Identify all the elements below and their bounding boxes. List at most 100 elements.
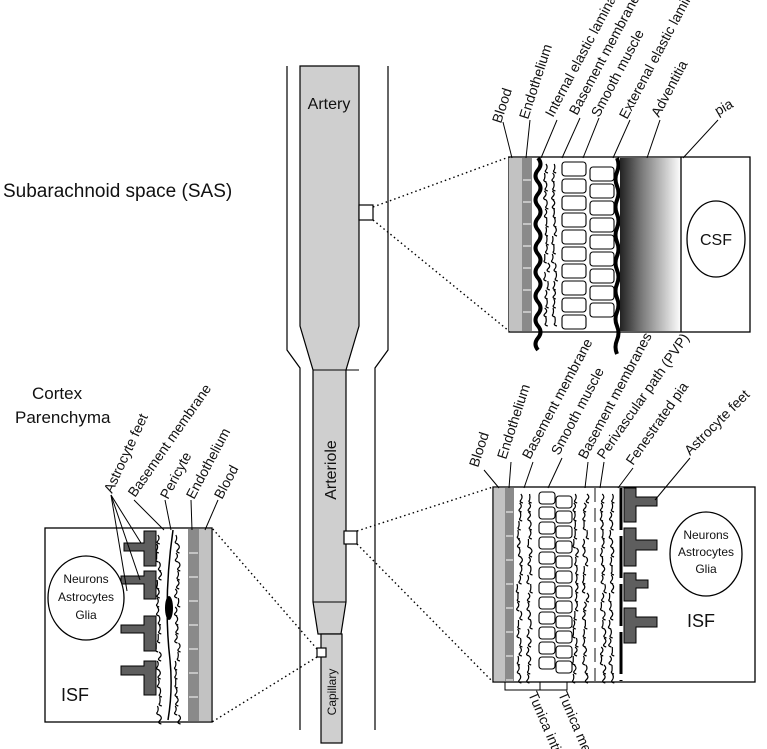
- smooth-muscle-cell: [589, 285, 615, 301]
- smooth-muscle-cell: [538, 656, 556, 670]
- artery-layer-labels: Blood Endothelium Internal elastic lamin…: [489, 0, 736, 159]
- smooth-muscle-cell: [555, 570, 573, 584]
- basement-membrane-fiber: [176, 543, 180, 554]
- capillary-lumen: [320, 633, 343, 744]
- basement-membrane-fiber: [525, 646, 530, 657]
- basement-membrane-fiber: [601, 619, 605, 630]
- basement-membrane-fiber: [574, 583, 579, 594]
- basement-membrane-fiber: [176, 597, 181, 608]
- basement-membrane-fiber: [543, 190, 547, 201]
- basement-membrane-fiber: [609, 556, 613, 567]
- basement-membrane-fiber: [543, 271, 547, 282]
- arteriole-cell-neurons: Neurons: [683, 528, 728, 542]
- basement-membrane-fiber: [518, 511, 523, 522]
- basement-membrane-fiber: [517, 619, 521, 630]
- basement-membrane-fiber: [553, 217, 557, 228]
- basement-membrane-fiber: [572, 538, 576, 549]
- basement-membrane-fiber: [173, 606, 178, 617]
- basement-membrane-fiber: [552, 298, 556, 309]
- astrocyte-foot: [623, 607, 658, 644]
- basement-membrane-fiber: [518, 646, 523, 657]
- zoom-connectors: [211, 156, 510, 723]
- capillary-blood-layer: [199, 529, 211, 721]
- basement-membrane-fiber: [602, 673, 606, 684]
- basement-membrane-fiber: [610, 538, 614, 549]
- basement-membrane-fiber: [610, 502, 615, 513]
- basement-membrane-fiber: [551, 307, 556, 318]
- smooth-muscle-cell: [555, 585, 573, 599]
- basement-membrane-fiber: [573, 610, 577, 621]
- basement-membrane-fiber: [599, 601, 604, 612]
- basement-membrane-fiber: [158, 714, 162, 725]
- smooth-muscle-cell: [561, 246, 587, 262]
- basement-membrane-fiber: [527, 511, 531, 522]
- basement-membrane-fiber: [572, 502, 577, 513]
- capillary-label: Capillary: [325, 669, 339, 716]
- basement-membrane-fiber: [516, 538, 521, 549]
- smooth-muscle-cell: [561, 280, 587, 296]
- arteriole-zoom-marker: [343, 530, 358, 545]
- basement-membrane-fiber: [158, 570, 163, 581]
- basement-membrane-fiber: [174, 534, 179, 545]
- arteriole-cells-ellipse: [669, 511, 743, 597]
- basement-membrane-fiber: [156, 534, 160, 545]
- artery-endothelium-layer: [522, 158, 532, 331]
- basement-membrane-fiber: [158, 687, 163, 698]
- basement-membrane-fiber: [610, 583, 615, 594]
- basement-membrane-fiber: [155, 606, 160, 617]
- basement-membrane-fiber: [608, 655, 612, 666]
- basement-membrane-fiber: [573, 493, 578, 504]
- basement-membrane-fiber: [582, 637, 586, 648]
- arteriole-label: Arteriole: [323, 440, 340, 500]
- basement-membrane-fiber: [515, 583, 520, 594]
- basement-membrane-fiber: [174, 669, 178, 680]
- basement-membrane-fiber: [603, 583, 607, 594]
- basement-membrane-fiber: [582, 520, 587, 531]
- basement-membrane-fiber: [529, 619, 533, 630]
- basement-membrane-fiber: [526, 592, 531, 603]
- capillary-cell-astrocytes: Astrocytes: [58, 590, 114, 604]
- basement-membrane-fiber: [546, 280, 550, 291]
- basement-membrane-fiber: [517, 547, 522, 558]
- basement-membrane-fiber: [582, 538, 586, 549]
- basement-membrane-fiber: [527, 502, 532, 513]
- basement-membrane-fiber: [600, 520, 604, 531]
- basement-membrane-fiber: [519, 610, 523, 621]
- smooth-muscle-cell: [538, 551, 556, 565]
- basement-membrane-fiber: [609, 601, 613, 612]
- basement-membrane-fiber: [600, 556, 605, 567]
- basement-membrane-fiber: [519, 556, 523, 567]
- tunica-intima-bracket: [504, 682, 541, 691]
- basement-membrane-fiber: [572, 619, 576, 630]
- basement-membrane-fiber: [608, 511, 613, 522]
- basement-membrane-fiber: [519, 637, 523, 648]
- basement-membrane-fiber: [582, 628, 587, 639]
- basement-membrane-fiber: [175, 696, 179, 707]
- basement-membrane-fiber: [516, 664, 521, 675]
- parenchyma-label: Parenchyma: [15, 408, 111, 427]
- smooth-muscle-cell: [589, 166, 615, 182]
- basement-membrane-fiber: [174, 552, 179, 563]
- basement-membrane-fiber: [551, 172, 555, 183]
- basement-membrane-fiber: [544, 289, 548, 300]
- basement-membrane-fiber: [546, 262, 551, 273]
- astrocyte-foot: [623, 527, 658, 567]
- arteriole-layer-labels: Blood Endothelium Basement membrane Smoo…: [466, 330, 753, 501]
- astrocyte-foot: [123, 530, 157, 567]
- arteriole-layer-blood: Blood: [466, 430, 492, 469]
- basement-membrane-fiber: [599, 655, 604, 666]
- smooth-muscle-cell: [589, 302, 615, 318]
- basement-membrane-fiber: [601, 592, 605, 603]
- basement-membrane-fiber: [572, 628, 576, 639]
- basement-membrane-fiber: [602, 637, 607, 648]
- smooth-muscle-cell: [561, 195, 587, 211]
- basement-membrane-fiber: [609, 574, 614, 585]
- basement-membrane-fiber: [575, 574, 579, 585]
- basement-membrane-fiber: [174, 687, 178, 698]
- pericyte: [165, 529, 174, 721]
- basement-membrane-fiber: [516, 529, 521, 540]
- arteriole-inset: Neurons Astrocytes Glia ISF Tunica intim…: [492, 486, 756, 749]
- basement-membrane-fiber: [611, 673, 615, 684]
- artery-layer-pia: pia: [712, 95, 736, 118]
- basement-membrane-fiber: [529, 583, 533, 594]
